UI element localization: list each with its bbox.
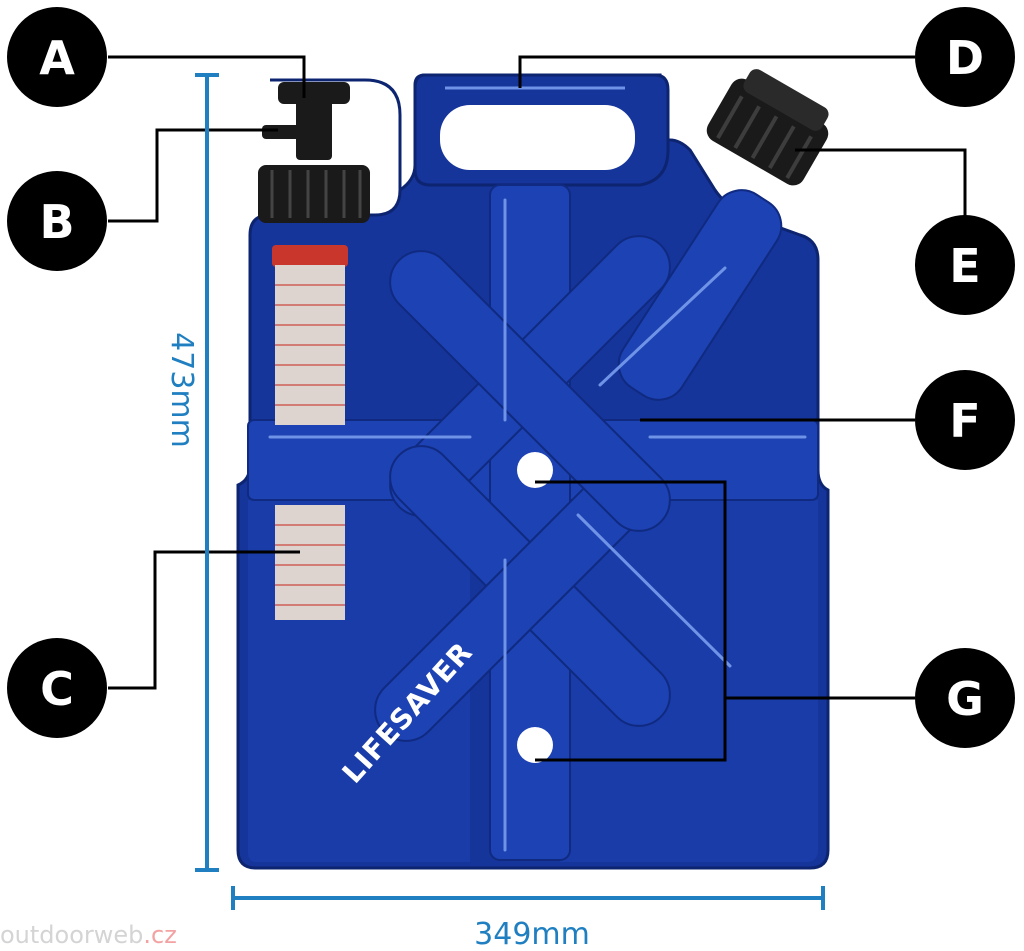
handle-opening [440, 105, 635, 170]
leader-g-lower [535, 698, 727, 762]
leader-b [108, 128, 278, 223]
spout-neck [617, 189, 783, 401]
callout-c: C [7, 638, 107, 738]
watermark-text: outdoorweb [0, 921, 144, 949]
rib-highlights [268, 198, 807, 852]
svg-text:D: D [946, 31, 984, 85]
callout-b: B [7, 171, 107, 271]
lower-panel [560, 500, 818, 862]
svg-text:F: F [949, 394, 980, 448]
callout-f: F [915, 370, 1015, 470]
width-dimension [231, 886, 825, 910]
leader-d [518, 55, 915, 88]
svg-text:E: E [949, 239, 980, 293]
svg-text:C: C [40, 662, 74, 716]
callout-a: A [7, 7, 107, 107]
height-dimension [195, 73, 219, 872]
mounting-hole-lower [517, 727, 553, 763]
leader-a [108, 55, 306, 98]
watermark-tld: .cz [143, 921, 177, 949]
leader-g [535, 480, 915, 700]
svg-text:A: A [39, 31, 75, 85]
leader-lines [108, 55, 967, 762]
mounting-hole-upper [517, 452, 553, 488]
tap-assembly [258, 82, 370, 223]
height-dimension-label: 473mm [164, 332, 199, 448]
ribs [247, 184, 819, 861]
svg-text:G: G [946, 672, 984, 726]
width-dimension-label: 349mm [474, 917, 590, 951]
filter-cartridge [272, 245, 348, 620]
callout-g: G [915, 648, 1015, 748]
jerrycan: LIFESAVER [236, 69, 830, 870]
watermark: outdoorweb.cz [0, 921, 177, 949]
callout-e: E [915, 215, 1015, 315]
filler-cap [706, 69, 829, 186]
svg-text:B: B [39, 195, 74, 249]
leader-c [108, 550, 300, 690]
callout-d: D [915, 7, 1015, 107]
